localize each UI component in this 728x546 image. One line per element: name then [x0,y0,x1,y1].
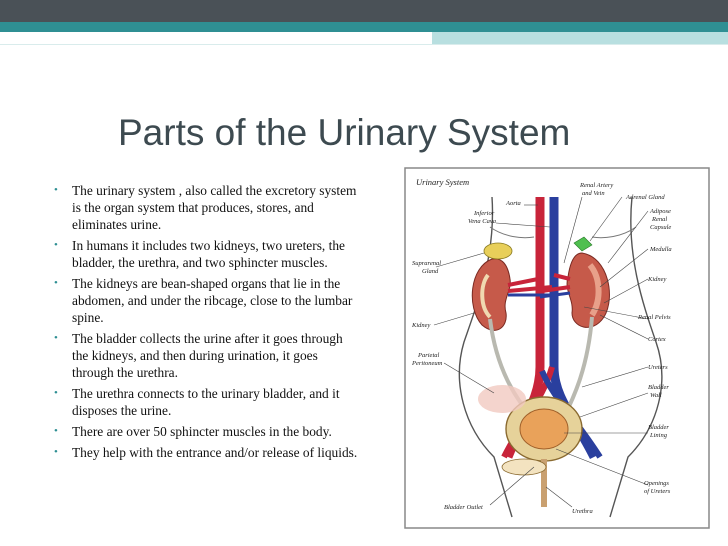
label-bladder-lining-line2: Lining [649,432,668,439]
label-renal-artery-line2: and Vein [582,190,605,197]
kidney-left [566,252,610,328]
label-renal-artery-line1: Renal Artery [579,182,613,189]
anatomy-illustration: Urinary System Aorta Inferior Vena Cava … [404,167,710,529]
bullet-item: • They help with the entrance and/or rele… [52,444,362,461]
label-adipose-line2: Renal [651,216,667,223]
bullet-item: • The bladder collects the urine after it… [52,330,362,381]
label-parietal-line1: Parietal [417,352,439,359]
urinary-system-diagram: Urinary System Aorta Inferior Vena Cava … [404,167,710,529]
bullet-list: • The urinary system , also called the ex… [52,182,362,465]
label-ureters: Ureters [648,364,668,371]
kidney-right-pelvis [480,273,492,319]
label-renal-pelvis: Renal Pelvis [637,314,671,321]
renal-artery [507,273,571,293]
renal-vein [508,291,571,299]
bullet-item: • There are over 50 sphincter muscles in … [52,423,362,440]
bullet-item: • The urinary system , also called the ex… [52,182,362,233]
bullet-dot-icon: • [54,239,58,251]
bullet-dot-icon: • [54,446,58,458]
leader-lines [433,196,649,508]
label-openings-line2: of Ureters [644,488,671,495]
bullet-text: The urethra connects to the urinary blad… [72,386,340,418]
label-inferior-vena-cava-line1: Inferior [473,210,495,217]
label-bladder-wall-line2: Wall [650,392,662,399]
label-bladder-outlet: Bladder Outlet [444,504,483,511]
label-adrenal-gland: Adrenal Gland [625,194,665,201]
label-kidney-right: Kidney [647,276,667,283]
kidney-right [471,258,511,331]
label-suprarenal-line2: Gland [422,268,439,275]
adrenal-gland-right [483,242,513,260]
label-cortex: Cortex [648,336,666,343]
rib-outline [489,226,637,239]
label-openings-line1: Openings [644,480,669,487]
top-teal-band [0,22,728,32]
label-bladder-lining-line1: Bladder [648,424,669,431]
bullet-dot-icon: • [54,332,58,344]
bullet-dot-icon: • [54,387,58,399]
bullet-item: • In humans it includes two kidneys, two … [52,237,362,271]
bullet-text: In humans it includes two kidneys, two u… [72,238,345,270]
label-aorta: Aorta [505,200,521,207]
bullet-text: The bladder collects the urine after it … [72,331,343,380]
adrenal-gland-left [573,236,593,252]
label-inferior-vena-cava-line2: Vena Cava [468,218,496,225]
bullet-text: They help with the entrance and/or relea… [72,445,358,460]
top-dark-bar [0,0,728,22]
label-bladder-wall-line1: Bladder [648,384,669,391]
bullet-text: There are over 50 sphincter muscles in t… [72,424,332,439]
label-parietal-line2: Peritoneum [411,360,443,367]
label-urethra: Urethra [572,508,593,515]
label-medulla: Medulla [649,246,672,253]
bullet-dot-icon: • [54,184,58,196]
bullet-dot-icon: • [54,277,58,289]
bullet-text: The urinary system , also called the exc… [72,183,357,232]
peritoneum-fold [478,385,526,413]
diagram-title: Urinary System [416,177,469,187]
slide-title: Parts of the Urinary System [118,112,571,153]
label-kidney-left: Kidney [411,322,431,329]
pelvic-bone [501,458,547,476]
top-light-teal-band [432,32,728,44]
kidney-left-medulla [587,263,602,317]
label-suprarenal-line1: Suprarenal [412,260,441,267]
header-divider [0,44,728,45]
bladder-lining [519,408,569,450]
bullet-item: • The kidneys are bean-shaped organs that… [52,275,362,326]
label-adipose-line1: Adipose [649,208,671,215]
bullet-dot-icon: • [54,425,58,437]
bullet-text: The kidneys are bean-shaped organs that … [72,276,353,325]
label-adipose-line3: Capsule [650,224,671,231]
bullet-item: • The urethra connects to the urinary bla… [52,385,362,419]
